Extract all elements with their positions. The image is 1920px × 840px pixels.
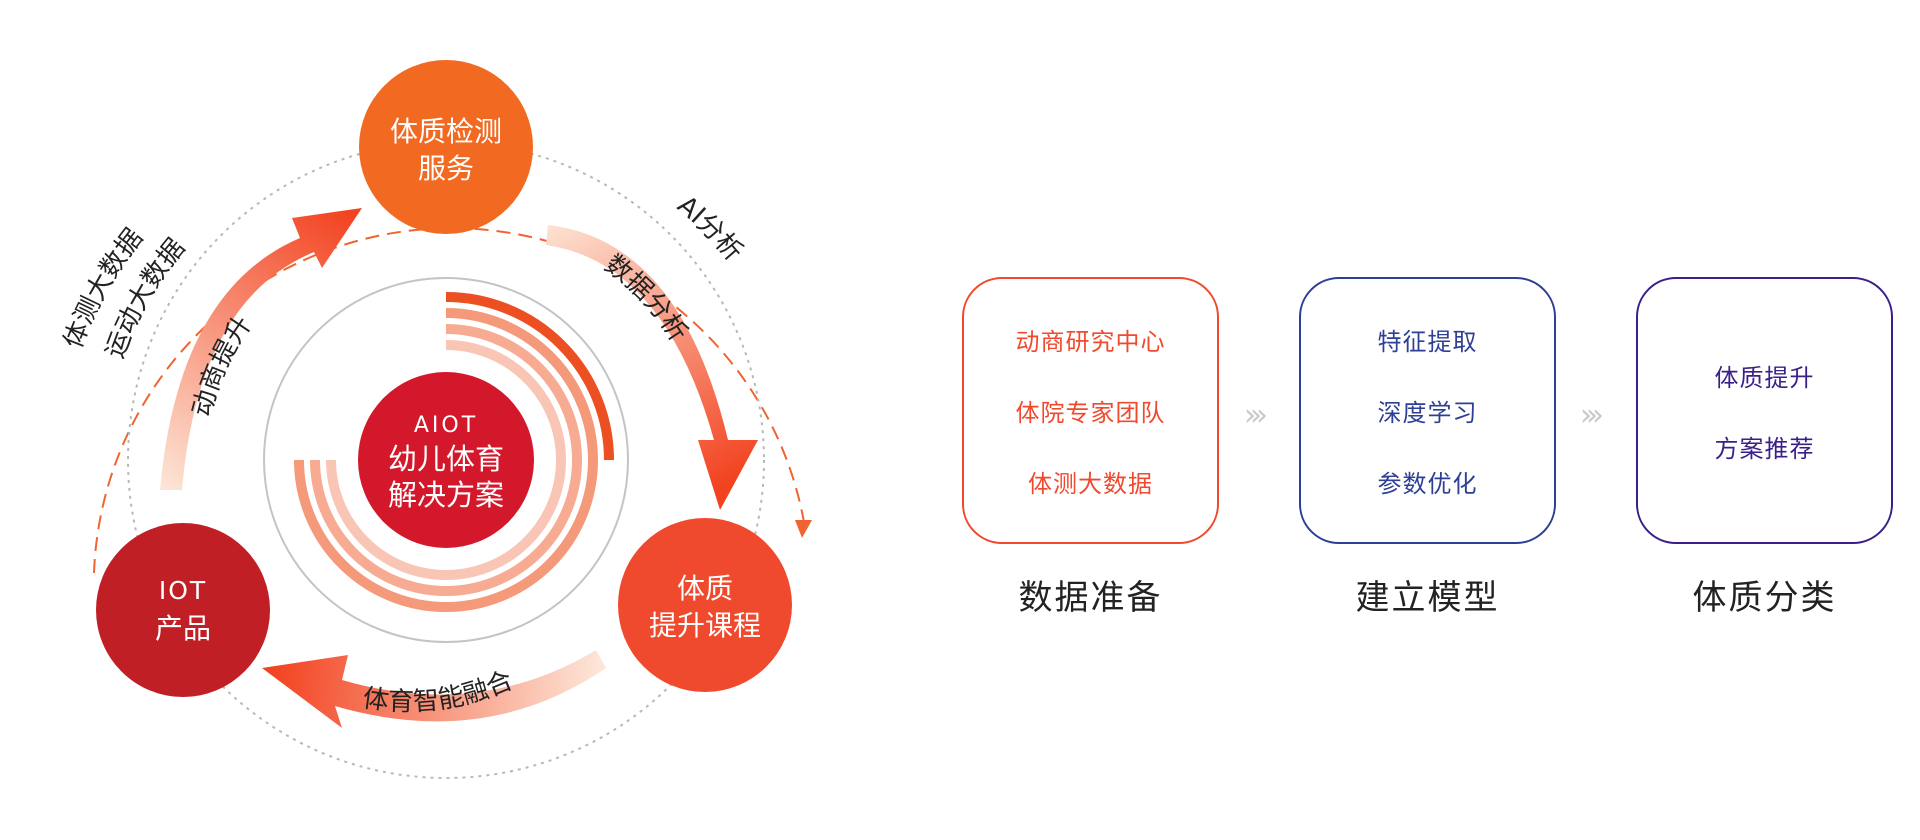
separator-chevrons: ››› [1580, 398, 1604, 433]
node-left-line2: 产品 [155, 612, 211, 645]
stage-title-data-prep: 数据准备 [1018, 578, 1163, 618]
center-line2: 幼儿体育 [388, 442, 504, 476]
stage-item: 方案推荐 [1714, 434, 1815, 463]
stage-box-classify: 体质提升 方案推荐 [1636, 277, 1893, 544]
center-line1: AIOT [414, 413, 478, 438]
node-iot-product: IOT 产品 [96, 523, 270, 697]
stage-box-build-model: 特征提取 深度学习 参数优化 [1299, 277, 1556, 544]
stage-item: 参数优化 [1377, 470, 1478, 498]
stage-item: 特征提取 [1377, 328, 1478, 356]
node-fitness-test: 体质检测 服务 [359, 60, 533, 234]
concentric-arcs [294, 292, 614, 612]
center-circle [358, 372, 534, 548]
stage-item: 体院专家团队 [1015, 399, 1166, 427]
stage-item: 动商研究中心 [1015, 328, 1166, 356]
stage-item: 体质提升 [1714, 363, 1815, 392]
stage-box-data-prep: 动商研究中心 体院专家团队 体测大数据 [962, 277, 1219, 544]
node-left-line1: IOT [159, 576, 207, 605]
arrow-sports-fusion [262, 650, 606, 728]
stage-item: 深度学习 [1377, 399, 1478, 427]
label-ai-analysis: AI分析 [672, 190, 749, 267]
center-line3: 解决方案 [388, 478, 504, 512]
arrow-data-analysis [546, 225, 758, 510]
stage-title-build-model: 建立模型 [1355, 578, 1500, 618]
separator-chevrons: ››› [1244, 398, 1268, 433]
stage-item: 体测大数据 [1028, 470, 1153, 498]
center-ring [263, 277, 629, 643]
stage-title-classify: 体质分类 [1692, 578, 1837, 618]
node-top-line1: 体质检测 [390, 115, 502, 148]
outer-dashed-arc-top [93, 227, 806, 574]
node-right-line2: 提升课程 [649, 609, 761, 642]
node-right-line1: 体质 [677, 572, 733, 605]
arrow-motor-quotient [160, 208, 362, 490]
outer-dashed-arrowhead [795, 520, 812, 538]
node-top-line2: 服务 [418, 152, 474, 185]
node-fitness-course: 体质 提升课程 [618, 518, 792, 692]
